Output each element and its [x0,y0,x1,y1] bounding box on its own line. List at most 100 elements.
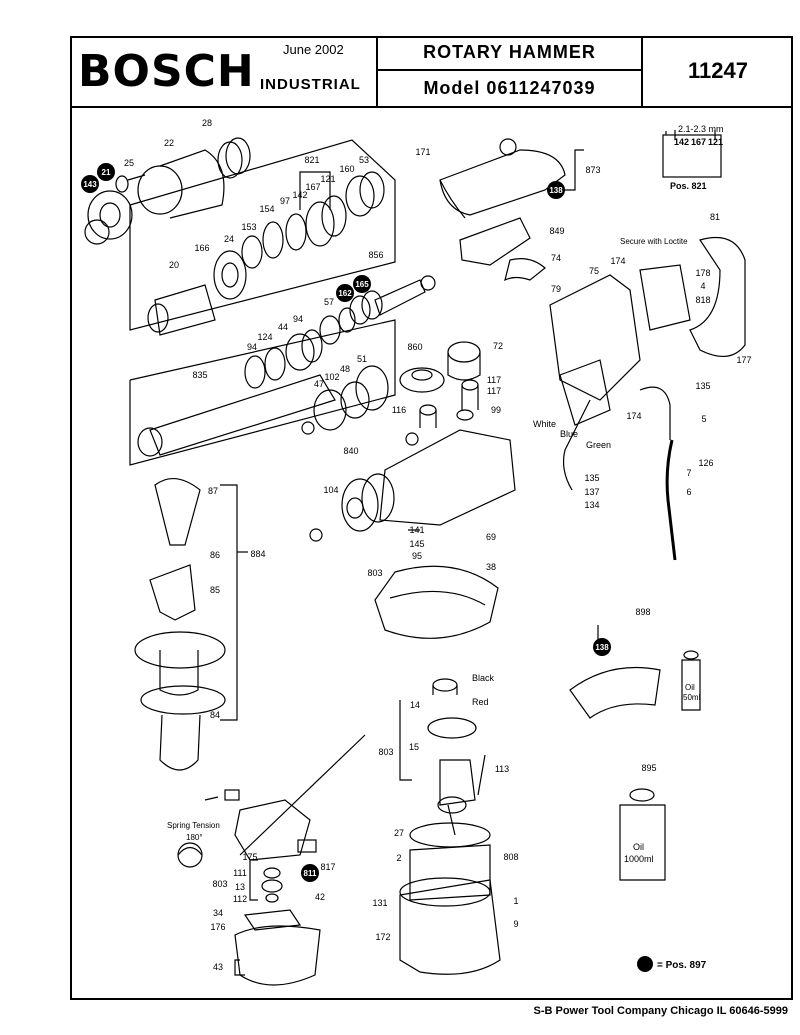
callout: 102 [324,372,339,382]
callout: 117 [487,375,501,385]
callout: 135 [584,473,599,483]
date: June 2002 [283,42,344,57]
marker-21-label: 21 [102,168,111,177]
pos821-label: 142 [674,137,689,147]
diagram-part [665,439,677,561]
diagram-part [419,410,437,428]
diagram-part [447,804,456,836]
diagram-part [562,399,591,491]
diagram-part [234,799,311,861]
diagram-part [264,347,286,381]
callout: 856 [368,250,383,260]
diagram-part [662,134,722,178]
marker-138-label: 138 [595,643,609,652]
callout: 94 [247,342,257,352]
marker-21 [97,163,115,181]
part-number-cell: 11247 [643,36,793,108]
diagram-part [399,700,412,781]
callout: 126 [698,458,713,468]
oil-50-volume: 50ml [683,693,701,702]
diagram-part [154,284,216,336]
diagram-part [321,195,347,237]
diagram-part [689,236,746,357]
diagram-part [420,275,436,291]
diagram-part [559,359,611,426]
callout: 808 [503,852,518,862]
diagram-part [159,149,225,219]
diagram-part [221,262,239,288]
diagram-part [427,717,477,739]
callout: 25 [124,158,134,168]
diagram-part [411,369,433,381]
callout: 13 [235,882,245,892]
callout: 48 [340,364,350,374]
diagram-part [137,427,163,457]
page-frame [70,36,793,1000]
callout: 27 [394,828,404,838]
part-number: 11247 [688,58,748,83]
callout: 43 [213,962,223,972]
wire-green-label: Green [586,440,611,450]
pos821-label: 167 [691,137,706,147]
callout: 172 [375,932,390,942]
callout: 53 [359,155,369,165]
callout: 57 [324,297,334,307]
diagram-part [239,734,366,856]
diagram-part [319,315,341,345]
callout: 22 [164,138,174,148]
callout: 145 [409,539,424,549]
callout: 134 [584,500,599,510]
callout: 86 [210,550,220,560]
diagram-part [147,303,169,333]
callout: 171 [415,147,430,157]
callout: 124 [257,332,272,342]
diagram-part [399,879,501,975]
diagram-part [149,374,336,456]
callout: 112 [233,894,247,904]
callout: 4 [700,281,705,291]
diagram-part [140,685,226,715]
diagram-part [389,590,486,606]
callout: 44 [278,322,288,332]
marker-143-label: 143 [83,180,97,189]
oil-1000-volume: 1000ml [624,854,654,864]
diagram-part [361,290,383,320]
diagram-part [341,478,379,532]
callout: 38 [486,562,496,572]
diagram-part [159,650,199,696]
diagram-part [549,274,641,401]
callout: 142 [292,190,307,200]
diagram-part [301,421,315,435]
diagram-part [349,295,371,325]
diagram-part [234,925,321,986]
pos-897-markers [81,163,653,972]
diagram-part [149,564,196,621]
callout: 51 [357,354,367,364]
cylinder-22 [137,165,183,215]
oil-50-label: Oil [685,683,695,692]
pos821-caption: Pos. 821 [670,181,707,191]
callout: 117 [487,386,501,396]
diagram-part [345,175,375,217]
diagram-part [309,528,323,542]
callout: 153 [241,222,256,232]
diagram-part [241,235,263,269]
diagram-part [127,174,146,181]
callout: 821 [304,155,319,165]
diagram-part [159,714,201,771]
callout: 898 [635,607,650,617]
header: BOSCH June 2002 INDUSTRIAL ROTARY HAMMER… [70,36,793,108]
diagram-part [285,213,307,251]
callout: 104 [323,485,338,495]
callout: 154 [259,204,274,214]
callout: 817 [320,862,335,872]
diagram-part [619,804,666,881]
diagram-part [447,341,481,363]
diagram-part [84,219,110,245]
diagram-part [477,754,486,796]
diagram-part [639,264,691,331]
callout: 860 [407,342,422,352]
wire-white-label: White [533,419,556,429]
diagram-part [299,171,331,210]
